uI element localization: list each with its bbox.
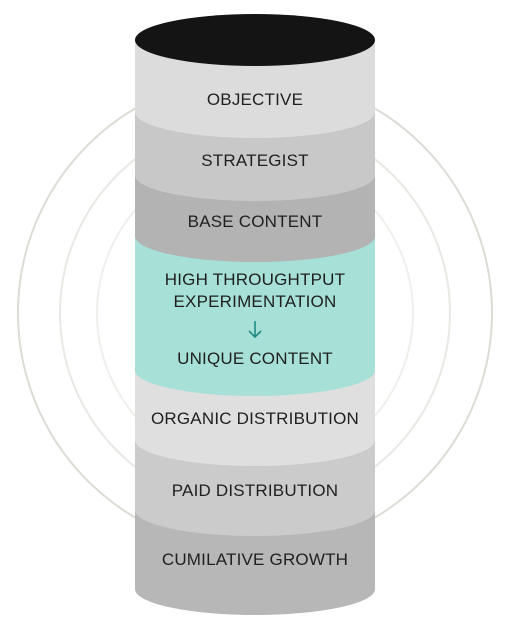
- label-organic-distribution: ORGANIC DISTRIBUTION: [151, 409, 359, 428]
- cylinder-top-cap: [135, 14, 375, 66]
- layer-experimentation: [135, 230, 375, 396]
- label-objective: OBJECTIVE: [207, 90, 303, 109]
- label-strategist: STRATEGIST: [201, 151, 308, 170]
- cylinder-layers: [135, 14, 375, 615]
- label-unique-content: UNIQUE CONTENT: [177, 349, 333, 368]
- layer-labels: OBJECTIVE STRATEGIST BASE CONTENT HIGH T…: [151, 90, 359, 569]
- label-high-throughput: HIGH THROUGHTPUT: [165, 270, 345, 289]
- label-experimentation: EXPERIMENTATION: [174, 292, 337, 311]
- label-paid-distribution: PAID DISTRIBUTION: [172, 481, 339, 500]
- layer-objective: [135, 40, 375, 138]
- arrow-down-icon: [248, 321, 262, 339]
- label-cumulative-growth: CUMILATIVE GROWTH: [162, 550, 348, 569]
- label-base-content: BASE CONTENT: [188, 212, 323, 231]
